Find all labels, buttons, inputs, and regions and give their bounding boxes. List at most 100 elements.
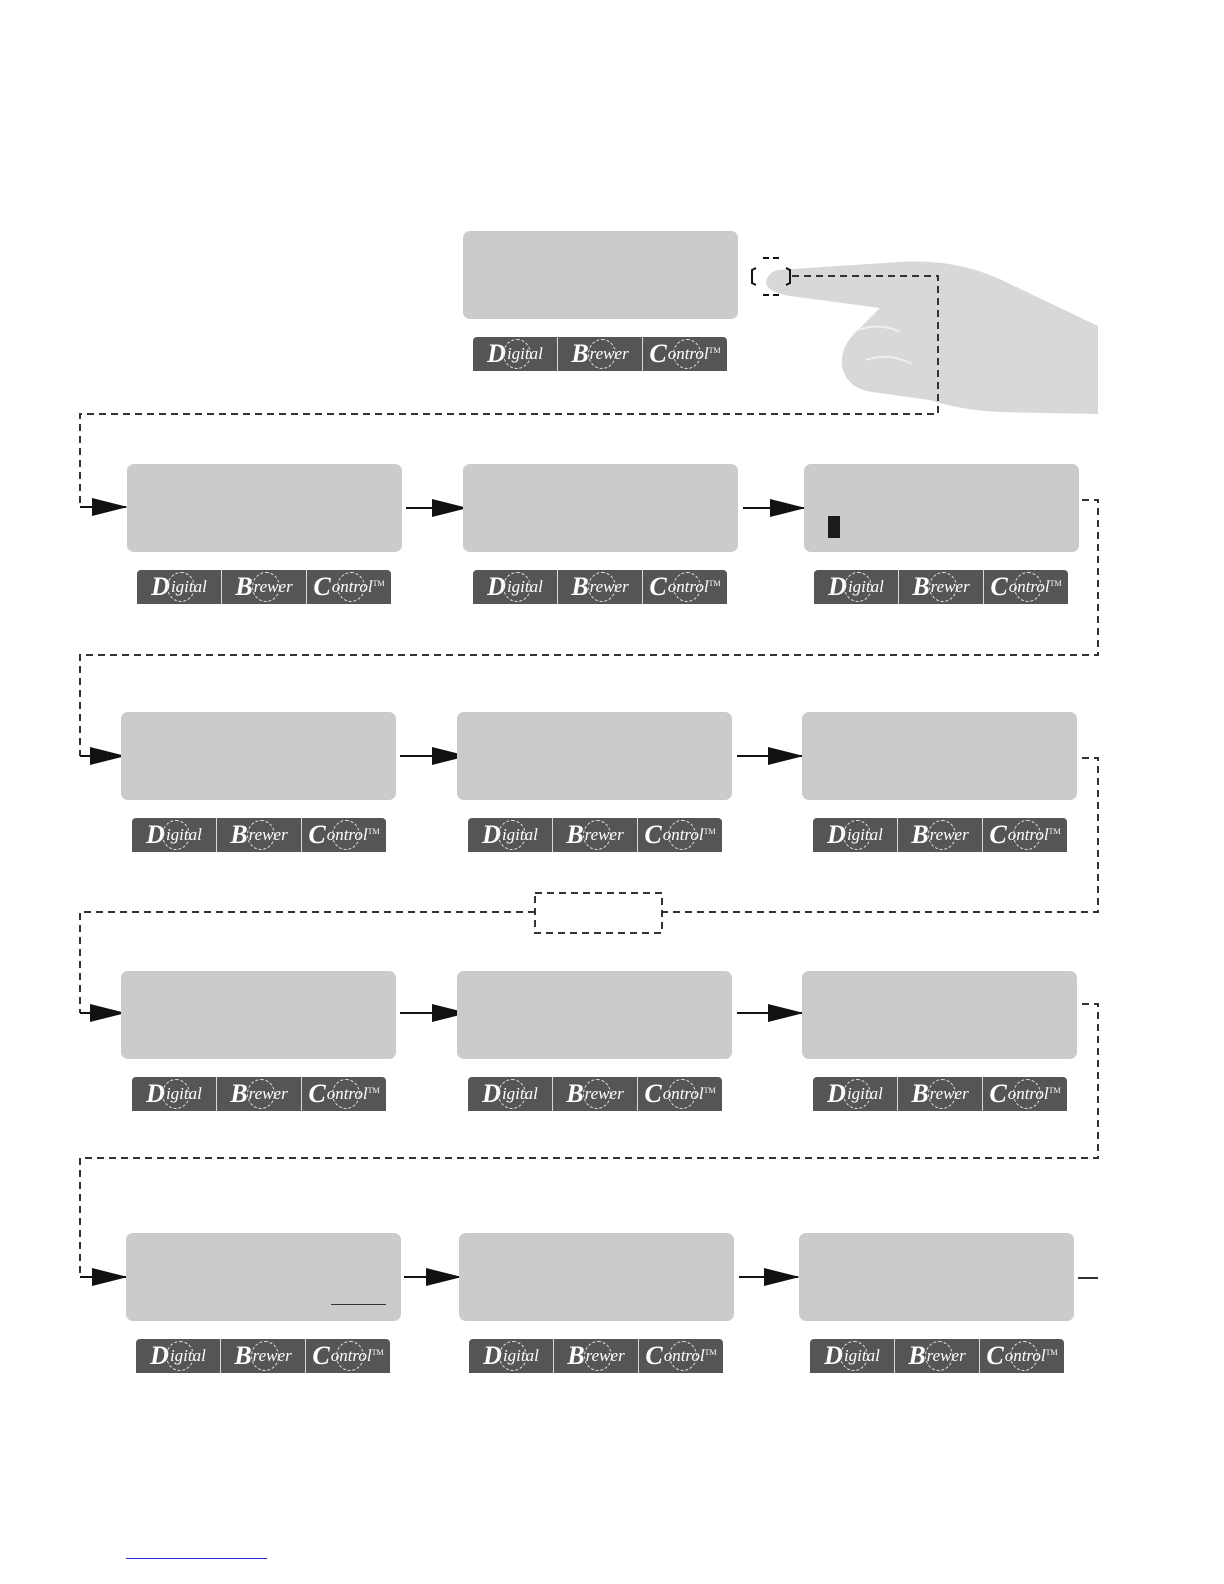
brand-ring-icon [844,572,873,602]
display-screen-r1c1 [127,464,402,552]
display-screen-r2c2 [457,712,732,800]
brand-word-initial: D [487,339,506,368]
brand-word-initial: B [566,1079,584,1108]
brand-word-initial: D [146,1079,165,1108]
display-line2 [473,1281,720,1301]
display-line1 [813,1249,1060,1269]
trademark-symbol: TM [1048,827,1061,836]
display-line1 [816,987,1063,1007]
brand-word-initial: D [827,820,846,849]
display-line2 [816,1019,1063,1039]
connector-row1-to-row2 [79,499,1099,756]
brand-word-initial: C [649,572,667,601]
brand-ring-icon [332,1079,361,1109]
brand-word-initial: B [912,572,930,601]
brand-ring-icon [669,1341,698,1371]
trademark-symbol: TM [704,1348,717,1357]
brand-ring-icon [247,1079,276,1109]
brand-ring-icon [588,339,617,369]
brand-ring-icon [162,820,191,850]
brand-ring-icon [928,1079,957,1109]
display-line1 [471,728,718,748]
text-cursor [828,516,840,538]
brand-ring-icon [252,572,281,602]
brand-word-initial: D [482,820,501,849]
display-line1 [818,480,1065,500]
display-line2 [471,760,718,780]
display-line2 [471,1019,718,1039]
trademark-symbol: TM [703,1086,716,1095]
brand-word-initial: D [828,572,847,601]
display-screen-r3c2 [457,971,732,1059]
trademark-symbol: TM [1045,1348,1058,1357]
display-line1 [135,728,382,748]
brand-word-initial: C [644,820,662,849]
brand-word-initial: B [235,572,253,601]
display-line2 [135,760,382,780]
display-screen-r4c1 [126,1233,401,1321]
display-screen-r2c1 [121,712,396,800]
brand-ring-icon [843,1079,872,1109]
trademark-symbol: TM [708,346,721,355]
brand-ring-icon [673,572,702,602]
brand-ring-icon [840,1341,869,1371]
display-line1 [473,1249,720,1269]
brand-word-initial: D [483,1341,502,1370]
brand-word-initial: C [644,1079,662,1108]
display-line1 [477,480,724,500]
display-line2 [477,279,724,299]
display-line1 [141,480,388,500]
trademark-symbol: TM [372,579,385,588]
brand-word-initial: D [487,572,506,601]
brand-ring-icon [668,820,697,850]
brand-word-initial: C [308,1079,326,1108]
brand-ring-icon [1010,1341,1039,1371]
display-screen-r4c3 [799,1233,1074,1321]
brand-ring-icon [583,820,612,850]
display-line2 [140,1281,387,1301]
brand-word-initial: B [230,820,248,849]
brand-ring-icon [1013,1079,1042,1109]
trademark-symbol: TM [708,579,721,588]
brand-word-initial: C [313,572,331,601]
brand-ring-icon [251,1341,280,1371]
display-screen-start [463,231,738,319]
brand-ring-icon [247,820,276,850]
brand-ring-icon [673,339,702,369]
display-line2 [813,1281,1060,1301]
brand-word-initial: B [571,339,589,368]
brand-ring-icon [499,1341,528,1371]
brand-ring-icon [503,339,532,369]
trademark-symbol: TM [1048,1086,1061,1095]
display-screen-r3c3 [802,971,1077,1059]
connector-start-to-row1 [79,275,939,507]
brand-word-initial: C [986,1341,1004,1370]
trademark-symbol: TM [371,1348,384,1357]
